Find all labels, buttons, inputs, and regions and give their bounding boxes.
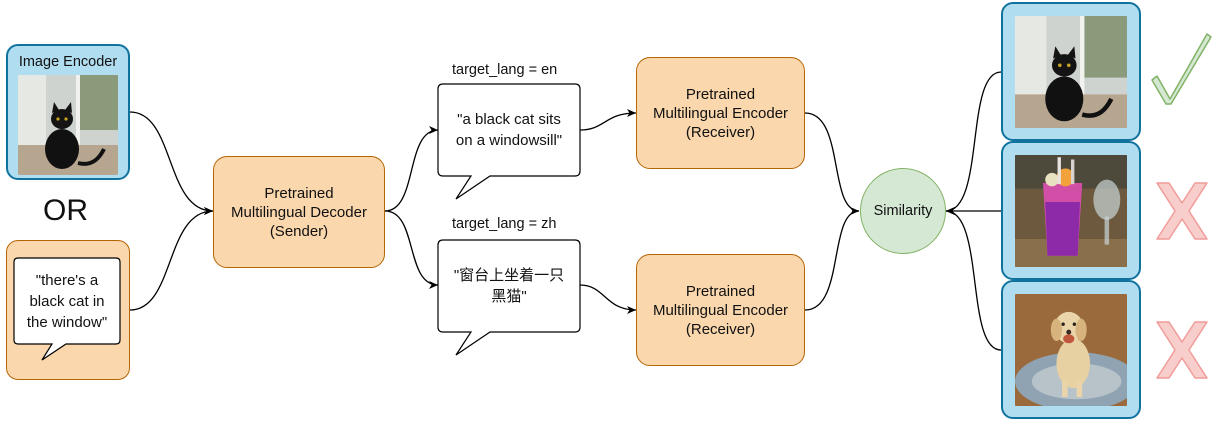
arrow-text-to-sender (129, 207, 214, 311)
en-message-text: "a black cat sits on a windowsill" (455, 111, 563, 149)
arrow-candidate-1-to-similarity (945, 71, 1002, 215)
arrow-en-receiver-to-similarity (804, 112, 860, 215)
cross-mark-icon (1156, 321, 1208, 379)
dog-photo (1015, 294, 1127, 406)
arrow-zh-message-to-receiver (579, 284, 637, 314)
image-encoder-label: Image Encoder (18, 54, 118, 70)
candidate-1-frame (1001, 2, 1141, 141)
candidate-2-frame (1001, 141, 1141, 280)
candidate-3-frame (1001, 280, 1141, 419)
target-lang-zh-label: target_lang = zh (452, 216, 557, 232)
arrow-en-message-to-receiver (579, 109, 637, 131)
arrow-zh-receiver-to-similarity (804, 207, 860, 311)
black-cat-photo (1015, 16, 1127, 128)
or-label: OR (43, 194, 88, 227)
target-lang-en-label: target_lang = en (452, 62, 558, 78)
arrow-candidate-3-to-similarity (945, 207, 1002, 351)
zh-message-text: "窗台上坐着一只 黑猫" (453, 267, 565, 305)
check-mark-icon (1151, 33, 1212, 105)
sender-decoder-box: Pretrained Multilingual Decoder (Sender) (213, 156, 385, 268)
arrow-sender-to-en-message (384, 126, 439, 212)
similarity-node: Similarity (860, 168, 946, 254)
en-receiver-encoder-box: Pretrained Multilingual Encoder (Receive… (636, 57, 805, 169)
zh-receiver-encoder-box: Pretrained Multilingual Encoder (Receive… (636, 254, 805, 366)
arrow-image-to-sender (129, 111, 214, 215)
black-cat-photo (18, 75, 118, 175)
image-encoder-box: Image Encoder (6, 44, 130, 180)
pink-drink-photo (1015, 155, 1127, 267)
text-input-quote: "there's a black cat in the window" (26, 271, 108, 331)
cross-mark-icon (1156, 182, 1208, 240)
arrow-sender-to-zh-message (384, 210, 439, 289)
